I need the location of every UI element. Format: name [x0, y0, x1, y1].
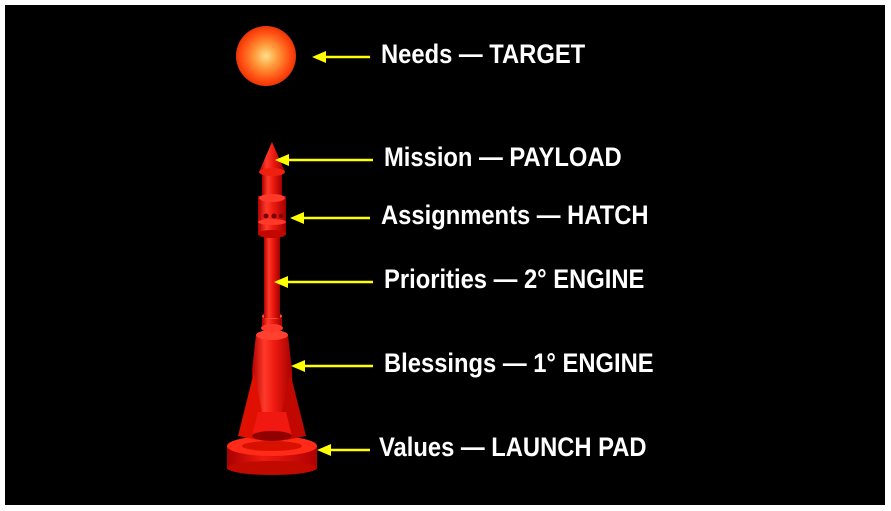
nose-cone — [259, 142, 285, 202]
label-needs-target: Needs — TARGET — [381, 39, 586, 69]
label-priorities-engine-2: Priorities — 2° ENGINE — [384, 264, 645, 294]
label-assignments-hatch: Assignments — HATCH — [381, 200, 649, 230]
arrow-launch-pad — [317, 444, 370, 456]
slide-canvas — [5, 5, 885, 505]
launch-pad — [227, 436, 317, 475]
second-stage — [264, 234, 280, 318]
label-values-launch-pad: Values — LAUNCH PAD — [379, 432, 647, 462]
label-blessings-engine-1: Blessings — 1° ENGINE — [384, 348, 654, 378]
arrow-hatch — [290, 212, 370, 224]
hatch — [258, 196, 286, 238]
arrow-first-engine — [291, 360, 373, 372]
first-stage — [238, 330, 306, 441]
arrows — [274, 51, 373, 456]
target-sphere — [236, 26, 296, 86]
label-mission-payload: Mission — PAYLOAD — [384, 142, 622, 172]
arrow-payload — [275, 154, 373, 166]
arrow-second-engine — [274, 276, 373, 288]
arrow-target — [312, 51, 370, 63]
